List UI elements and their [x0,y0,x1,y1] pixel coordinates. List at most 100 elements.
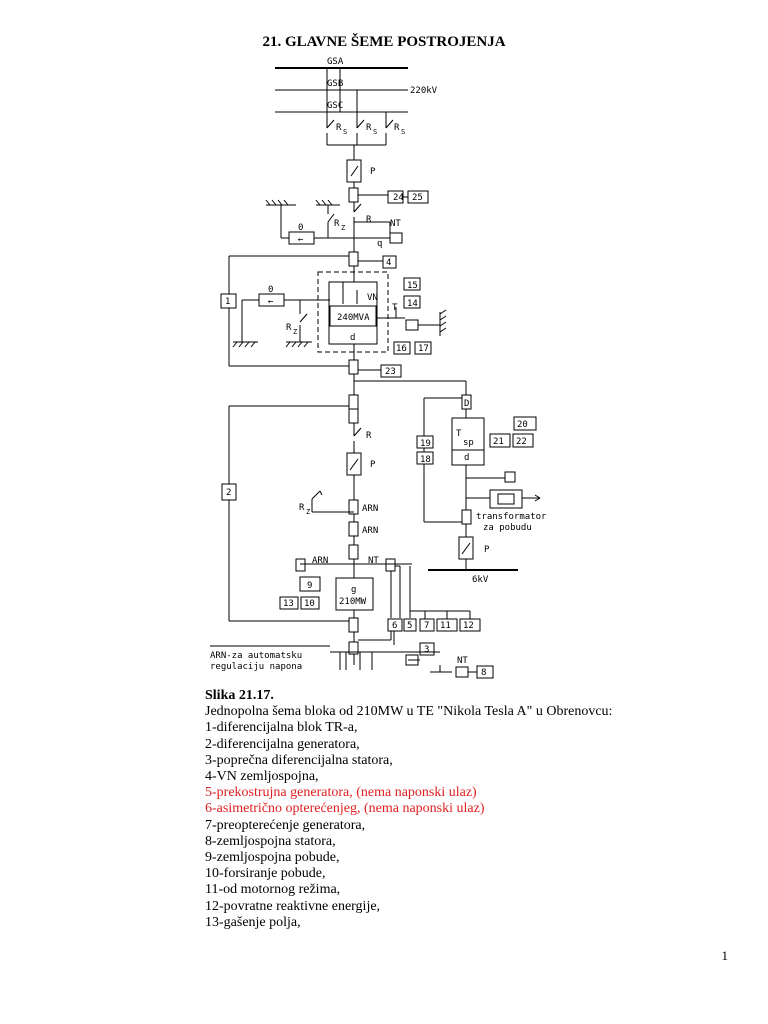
svg-text:10: 10 [304,599,315,609]
svg-text:19: 19 [420,439,431,449]
figure-label: Slika 21.17. [205,688,274,703]
svg-text:←: ← [268,297,274,307]
box-1 [220,293,237,309]
svg-text:R: R [394,123,400,133]
single-line-diagram: GSA GSB GSC 220kV R S R S R S P 24 25 R … [210,57,547,679]
svg-text:14: 14 [407,299,418,309]
svg-text:21: 21 [493,437,504,447]
svg-text:R: R [366,123,372,133]
svg-text:S: S [373,128,377,136]
box-7 [419,618,435,632]
svg-text:17: 17 [418,344,429,354]
svg-text:R: R [366,215,372,225]
svg-text:D: D [464,399,469,409]
bus-label-gsb: GSB [327,79,343,89]
svg-text:R: R [334,219,340,229]
svg-text:Z: Z [306,508,310,516]
svg-text:R: R [286,323,292,333]
svg-text:22: 22 [516,437,527,447]
svg-text:7: 7 [424,621,429,631]
svg-text:d: d [464,453,469,463]
svg-text:T: T [392,303,398,313]
svg-text:g: g [351,585,356,595]
legend-item-highlighted: 5-prekostrujna generatora, (nema naponsk… [205,785,477,801]
page-number: 1 [721,948,729,963]
svg-text:←: ← [298,235,304,245]
figure-description: Jednopolna šema bloka od 210MW u TE "Nik… [205,704,613,720]
voltage-6kv: 6kV [472,575,489,585]
svg-text:NT: NT [457,656,468,666]
svg-text:13: 13 [283,599,294,609]
svg-text:ARN: ARN [362,526,378,536]
svg-text:T: T [456,429,462,439]
svg-text:15: 15 [407,281,418,291]
box-18 [416,451,434,465]
svg-text:VN: VN [367,293,378,303]
svg-text:1: 1 [225,297,230,307]
svg-text:ARN: ARN [312,556,328,566]
legend-item: 8-zemljospojna statora, [205,833,336,849]
legend-item: 13-gašenje polja, [205,914,301,930]
box-nt-top [389,232,403,244]
svg-text:P: P [484,545,490,555]
svg-text:0: 0 [268,285,273,295]
svg-text:5: 5 [407,621,412,631]
svg-text:240MVA: 240MVA [337,313,370,323]
box-3 [419,642,435,656]
box-17 [414,341,432,355]
svg-text:3: 3 [424,645,429,655]
box-16 [393,341,411,355]
bus-label-gsa: GSA [327,57,344,67]
svg-text:NT: NT [390,219,401,229]
svg-text:Z: Z [293,328,297,336]
svg-text:18: 18 [420,455,431,465]
tsp-transformer [451,417,485,466]
svg-text:Z: Z [341,224,345,232]
legend-item: 7-preopterećenje generatora, [205,817,366,833]
box-20 [513,416,537,431]
legend-item: 9-zemljospojna pobude, [205,850,340,866]
legend-item: 2-diferencijalna generatora, [205,736,360,752]
svg-text:24: 24 [393,193,404,203]
svg-text:P: P [370,460,376,470]
svg-text:20: 20 [517,420,528,430]
svg-text:12: 12 [463,621,474,631]
svg-text:0: 0 [298,223,303,233]
transformer-enclosure [317,271,389,353]
box-21 [489,433,511,448]
svg-text:R: R [366,431,372,441]
svg-text:q: q [377,239,382,249]
box-9 [299,576,321,592]
box-8 [476,665,494,679]
svg-text:transformator: transformator [476,512,547,522]
legend-item: 12-povratne reaktivne energije, [205,898,381,914]
svg-text:NT: NT [368,556,379,566]
svg-text:210MW: 210MW [339,597,367,607]
legend-item: 1-diferencijalna blok TR-a, [205,720,358,736]
box-10 [300,596,320,610]
box-4 [382,255,397,269]
legend-item-highlighted: 6-asimetrično opterećenjeg, (nema napons… [205,801,485,817]
svg-text:9: 9 [307,581,312,591]
box-13 [279,596,299,610]
legend-item: 4-VN zemljospojna, [205,769,319,785]
svg-text:25: 25 [412,193,423,203]
svg-text:4: 4 [386,258,391,268]
box-14 [403,295,421,309]
svg-text:R: R [336,123,342,133]
svg-text:sp: sp [463,438,474,448]
svg-text:R: R [299,503,305,513]
bus-label-gsc: GSC [327,101,343,111]
current-transformer [348,187,359,203]
voltage-220kv: 220kV [410,86,438,96]
svg-text:S: S [343,128,347,136]
mva-block [329,305,377,327]
svg-text:za pobudu: za pobudu [483,523,532,533]
box-5 [403,618,417,632]
legend-item: 10-forsiranje pobude, [205,866,326,882]
box-23 [380,364,402,378]
legend-item: 11-od motornog režima, [205,882,341,898]
box-15 [403,277,421,291]
box-neutral [405,319,419,331]
box-22 [512,433,534,448]
